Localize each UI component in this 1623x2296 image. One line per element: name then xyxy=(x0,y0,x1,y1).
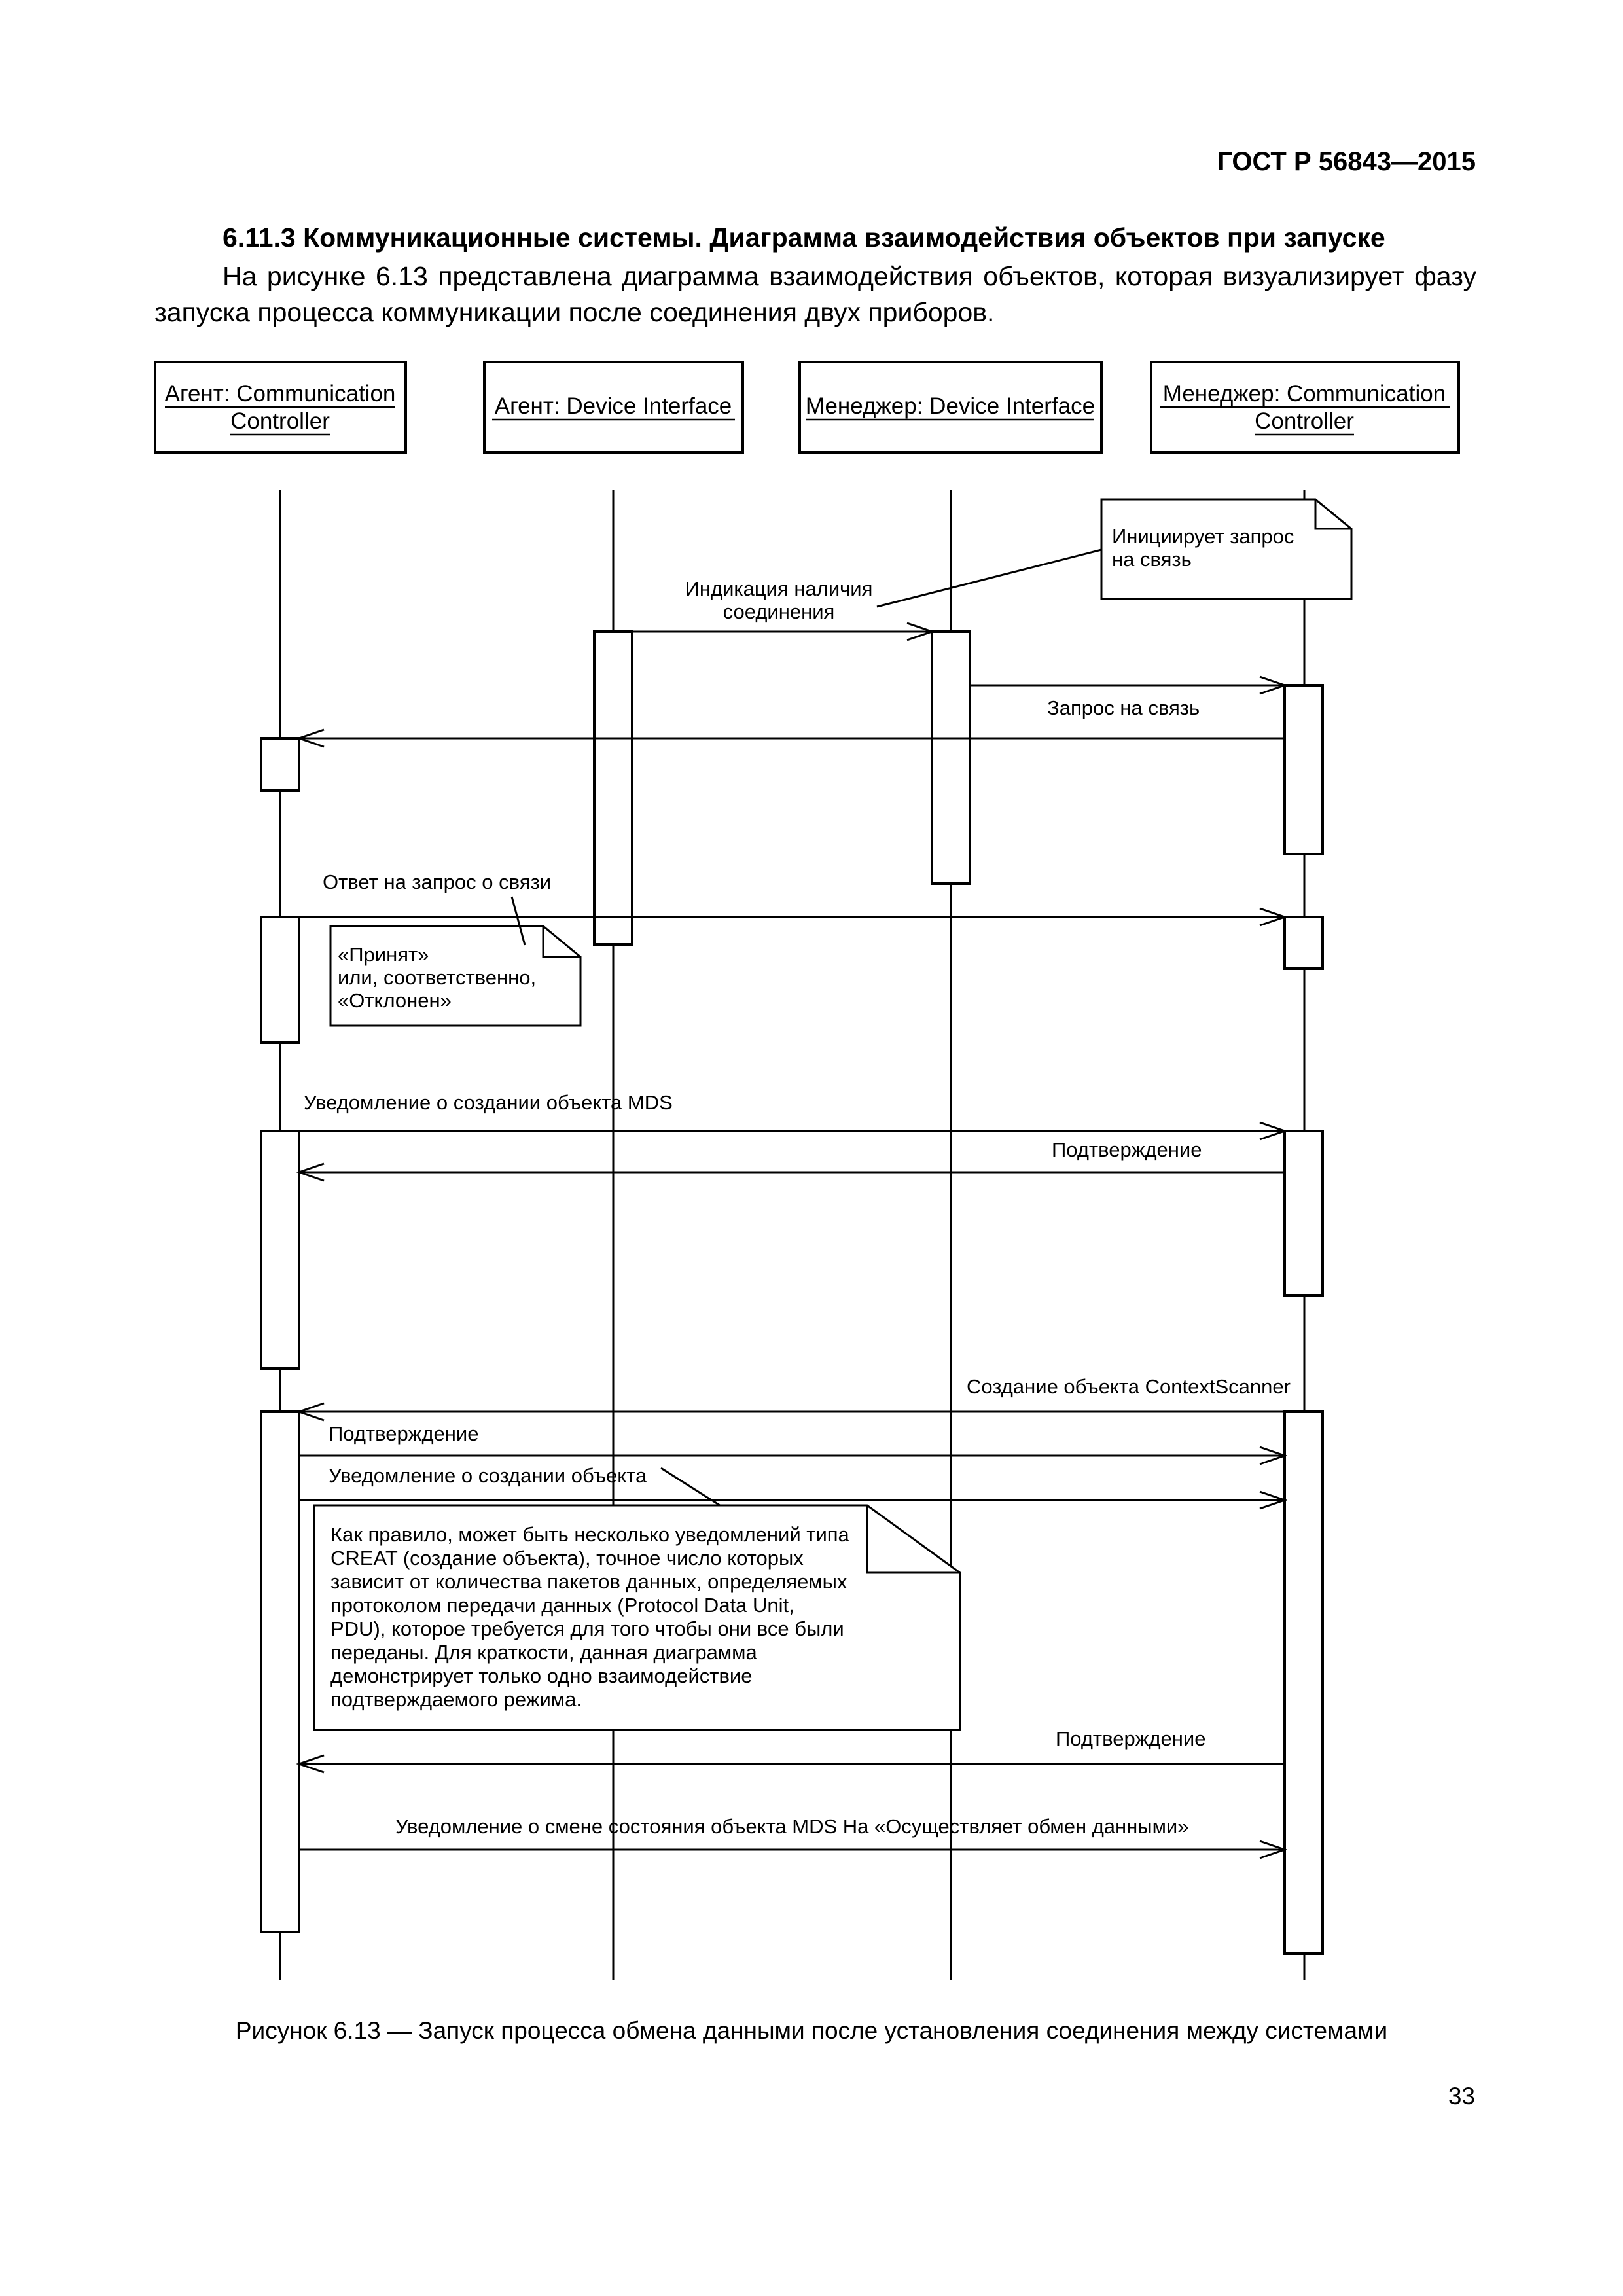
activation-bar xyxy=(1283,916,1324,970)
message-connection-indication: Индикация наличия соединения xyxy=(632,577,932,632)
note-line: подтверждаемого режима. xyxy=(330,1688,582,1711)
page-number: 33 xyxy=(1448,2083,1475,2109)
lifeline-header-line: Менеджер: Device Interface xyxy=(806,393,1095,419)
note-line: «Принят» xyxy=(338,943,429,966)
note-line: PDU), которое требуется для того чтобы о… xyxy=(330,1617,844,1640)
note-line: зависит от количества пакетов данных, оп… xyxy=(330,1570,847,1593)
lifeline-header-agent-cc: Агент: Communication Controller xyxy=(154,361,407,454)
section-heading: 6.11.3 Коммуникационные системы. Диаграм… xyxy=(223,223,1385,253)
message-label: Индикация наличия xyxy=(685,577,873,600)
intro-paragraph: На рисунке 6.13 представлена диаграмма в… xyxy=(154,261,1476,327)
note-line: демонстрирует только одно взаимодействие xyxy=(330,1664,753,1687)
note-line: CREAT (создание объекта), точное число к… xyxy=(330,1547,804,1570)
lifeline-header-manager-cc: Менеджер: Communication Controller xyxy=(1150,361,1460,454)
figure-caption: Рисунок 6.13 — Запуск процесса обмена да… xyxy=(235,2017,1388,2044)
activation-bar xyxy=(260,916,300,1044)
message-label: Запрос на связь xyxy=(1047,696,1200,719)
lifeline-header-line: Менеджер: Communication xyxy=(1163,381,1446,406)
message-label: Создание объекта ContextScanner xyxy=(967,1375,1291,1398)
note-line: переданы. Для краткости, данная диаграмм… xyxy=(330,1641,757,1664)
message-label: Уведомление о создании объекта xyxy=(329,1464,647,1487)
lifeline-header-line: Controller xyxy=(1255,408,1354,434)
message-label: Ответ на запрос о связи xyxy=(323,870,551,893)
message-mds-state-change: Уведомление о смене состояния объекта MD… xyxy=(299,1815,1285,1850)
lifeline-header-line: Агент: Communication xyxy=(165,381,396,406)
note-line: «Отклонен» xyxy=(338,989,452,1012)
message-object-create-notification: Уведомление о создании объекта xyxy=(299,1464,1285,1500)
activation-bar xyxy=(260,737,300,792)
activation-bar xyxy=(1283,1130,1324,1297)
note-line: Как правило, может быть несколько уведом… xyxy=(330,1523,850,1546)
message-label: Уведомление о создании объекта MDS xyxy=(304,1091,673,1114)
message-confirmation: Подтверждение xyxy=(299,1727,1285,1764)
lifeline-header-manager-di: Менеджер: Device Interface xyxy=(798,361,1103,454)
note-line: протоколом передачи данных (Protocol Dat… xyxy=(330,1594,794,1617)
note-creat-explanation: Как правило, может быть несколько уведом… xyxy=(313,1467,961,1731)
message-label: Подтверждение xyxy=(1052,1138,1202,1161)
page-header: ГОСТ Р 56843—2015 xyxy=(1217,147,1476,176)
lifeline-header-line: Агент: Device Interface xyxy=(495,393,732,419)
message-confirmation: Подтверждение xyxy=(299,1138,1285,1172)
message-label: Уведомление о смене состояния объекта MD… xyxy=(395,1815,1188,1838)
lifeline-header-line: Controller xyxy=(230,408,330,434)
activation-bar xyxy=(593,630,633,946)
message-mds-create-notification: Уведомление о создании объекта MDS xyxy=(299,1091,1285,1131)
message-association-request: Запрос на связь xyxy=(970,685,1285,719)
note-line: или, соответственно, xyxy=(338,966,536,989)
lifeline-header-agent-di: Агент: Device Interface xyxy=(483,361,744,454)
message-label: Подтверждение xyxy=(329,1422,478,1445)
activation-bar xyxy=(931,630,971,885)
activation-bar xyxy=(1283,1410,1324,1955)
note-accepted-rejected: «Принят» или, соответственно, «Отклонен» xyxy=(329,896,582,1027)
note-line: на связь xyxy=(1112,548,1192,571)
activation-bar xyxy=(1283,684,1324,855)
note-line: Инициирует запрос xyxy=(1112,525,1294,548)
message-contextscanner-create: Создание объекта ContextScanner xyxy=(299,1375,1291,1412)
message-label: Подтверждение xyxy=(1056,1727,1205,1750)
message-label: соединения xyxy=(723,600,835,623)
message-confirmation: Подтверждение xyxy=(299,1422,1285,1456)
activation-bar xyxy=(260,1130,300,1370)
note-initiate-request: Инициирует запрос на связь xyxy=(876,498,1353,608)
activation-bar xyxy=(260,1410,300,1933)
message-association-response: Ответ на запрос о связи xyxy=(299,870,1285,917)
